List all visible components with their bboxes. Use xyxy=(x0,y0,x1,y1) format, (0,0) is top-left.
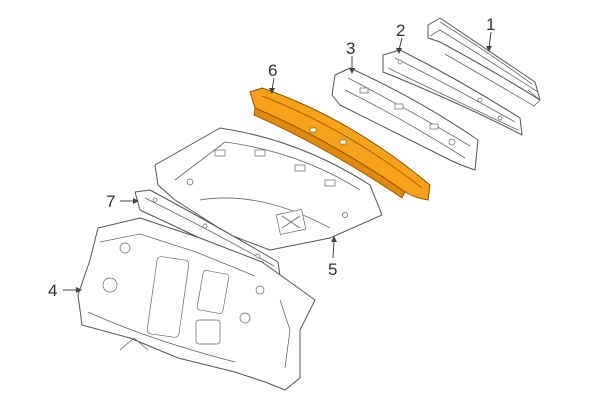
callout-4: 4 xyxy=(48,281,57,300)
leader-lines xyxy=(63,31,492,293)
part-6-cross-member[interactable] xyxy=(249,87,431,201)
callout-1: 1 xyxy=(486,15,495,34)
part-4-seat-back-panel[interactable] xyxy=(77,217,316,391)
callout-6: 6 xyxy=(268,61,277,80)
part-5-package-tray[interactable] xyxy=(154,127,383,251)
callout-3: 3 xyxy=(346,39,355,58)
part-3-rear-panel[interactable] xyxy=(331,67,479,171)
callout-7: 7 xyxy=(106,192,115,211)
callout-5: 5 xyxy=(328,260,337,279)
part-2-reinforcement[interactable] xyxy=(382,49,523,136)
part-1-upper-rail[interactable] xyxy=(427,17,541,107)
callout-2: 2 xyxy=(396,21,405,40)
